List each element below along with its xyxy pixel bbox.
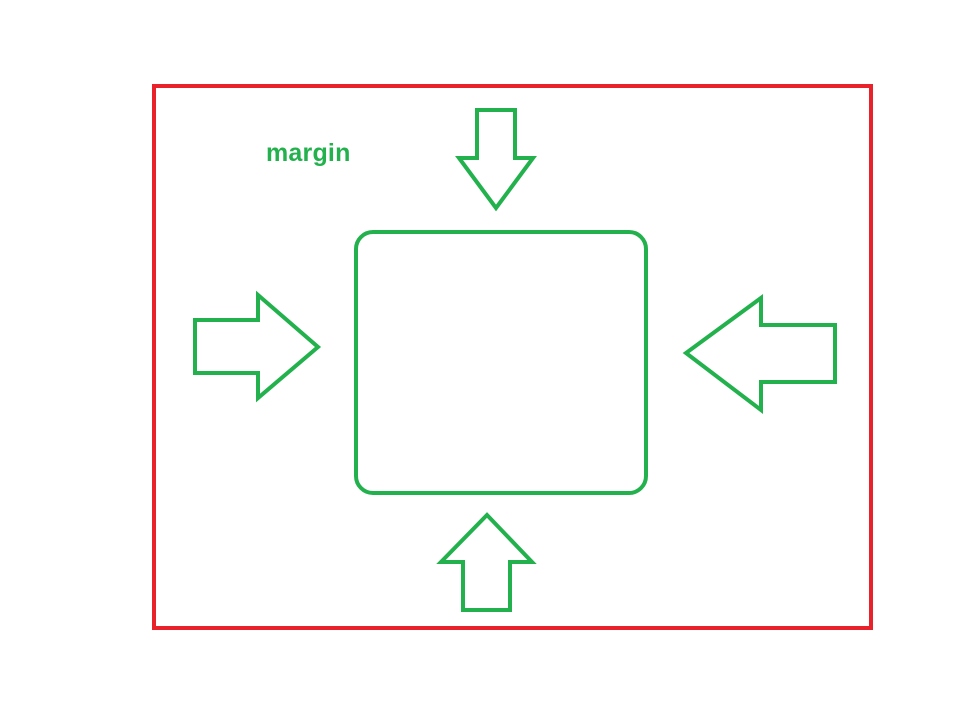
inner-content-box — [354, 230, 648, 495]
arrow-down-icon — [455, 108, 537, 212]
margin-label: margin — [266, 139, 351, 167]
arrow-up-icon — [436, 512, 537, 612]
outer-container-border — [152, 84, 873, 630]
arrow-right-icon — [193, 290, 322, 403]
arrow-left-icon — [682, 294, 837, 415]
